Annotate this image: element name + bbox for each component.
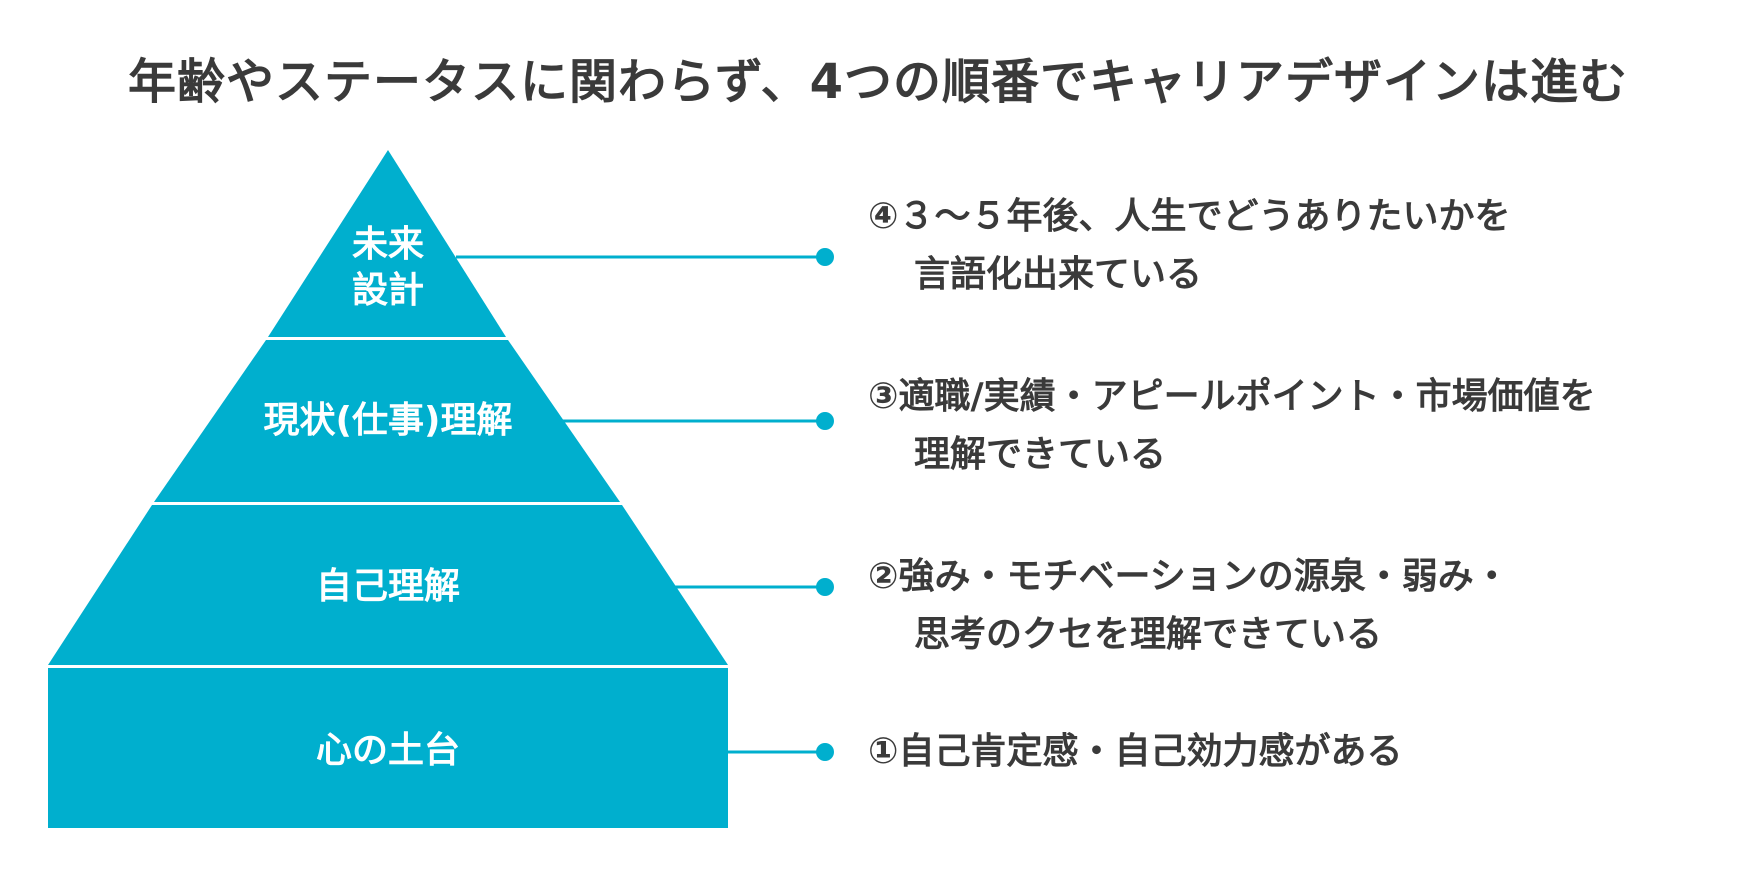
- tier-description-4: ①自己肯定感・自己効力感がある: [868, 723, 1402, 781]
- tier-description-1: ④３～５年後、人生でどうありたいかを 言語化出来ている: [868, 188, 1510, 304]
- tier-description-line: 思考のクセを理解できている: [914, 614, 1383, 655]
- tier-description-line: ④３～５年後、人生でどうありたいかを: [868, 196, 1511, 237]
- tier-label-line: 自己理解: [315, 566, 460, 607]
- tier-description-3: ②強み・モチベーションの源泉・弱み・ 思考のクセを理解できている: [868, 548, 1510, 664]
- tier-label-line: 心の土台: [315, 730, 460, 771]
- tier-label-current-work-understanding: 現状(仕事)理解: [188, 398, 588, 444]
- tier-label-future-design: 未来 設計: [308, 222, 468, 314]
- tier-shape-mental-foundation: [48, 668, 728, 828]
- tier-label-line: 未来: [351, 224, 424, 265]
- connector-dot-tier-1: [816, 248, 834, 266]
- tier-shape-future-design: [268, 150, 506, 337]
- connector-dot-tier-3: [816, 578, 834, 596]
- tier-description-line: ①自己肯定感・自己効力感がある: [868, 731, 1403, 772]
- tier-label-self-understanding: 自己理解: [188, 564, 588, 610]
- tier-shape-self-understanding: [48, 505, 728, 665]
- page-title: 年齢やステータスに関わらず、4つの順番でキャリアデザインは進む: [127, 54, 1629, 110]
- tier-label-mental-foundation: 心の土台: [188, 728, 588, 774]
- tier-label-line: 現状(仕事)理解: [263, 400, 513, 441]
- tier-description-line: 言語化出来ている: [914, 254, 1203, 295]
- connector-dot-tier-2: [816, 412, 834, 430]
- tier-shape-current-work-understanding: [154, 340, 620, 502]
- tier-description-line: ③適職/実績・アピールポイント・市場価値を: [868, 376, 1596, 417]
- tier-label-line: 設計: [351, 270, 424, 311]
- connector-dot-tier-4: [816, 743, 834, 761]
- tier-description-line: 理解できている: [914, 434, 1167, 475]
- tier-description-line: ②強み・モチベーションの源泉・弱み・: [868, 556, 1510, 597]
- tier-description-2: ③適職/実績・アピールポイント・市場価値を 理解できている: [868, 368, 1596, 484]
